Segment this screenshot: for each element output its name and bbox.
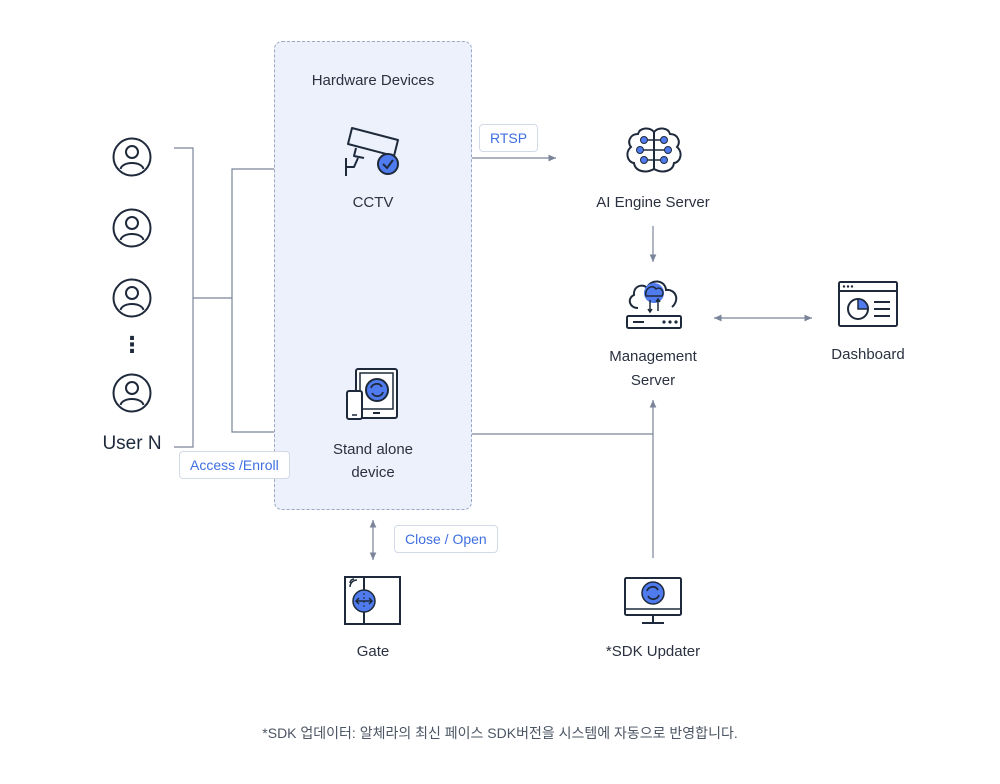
standalone-label-line1: Stand alone	[332, 441, 414, 458]
user-icon	[112, 137, 152, 177]
close-open-tag: Close / Open	[394, 525, 498, 553]
gate-label: Gate	[356, 643, 390, 660]
management-label-line1: Management	[609, 348, 697, 365]
users-bracket-line	[174, 147, 194, 448]
cctv-label: CCTV	[352, 194, 394, 211]
standalone-label-line2: device	[351, 464, 395, 481]
ai-engine-server-label: AI Engine Server	[596, 194, 710, 211]
user-icon	[112, 208, 152, 248]
cloud-server-icon	[626, 280, 682, 329]
standalone-device-label: Stand alone device	[318, 438, 428, 484]
hardware-devices-panel	[274, 41, 472, 510]
user-icon	[112, 373, 152, 413]
user-icon	[112, 278, 152, 318]
sdk-updater-label: *SDK Updater	[605, 643, 701, 660]
dashboard-window-icon	[838, 281, 898, 327]
cctv-camera-icon	[345, 127, 399, 176]
dashboard-label: Dashboard	[831, 346, 905, 363]
access-enroll-tag: Access /Enroll	[179, 451, 290, 479]
footnote: *SDK 업데이터: 알체라의 최신 페이스 SDK버전을 시스템에 자동으로 …	[262, 725, 738, 741]
hardware-devices-title: Hardware Devices	[311, 72, 435, 89]
user-n-label: User N	[102, 433, 162, 454]
management-server-label: Management Server	[593, 345, 713, 393]
tablet-device-icon	[346, 368, 398, 420]
users-ellipsis: ⋮	[121, 332, 143, 357]
rtsp-tag: RTSP	[479, 124, 539, 152]
management-label-line2: Server	[630, 372, 676, 389]
monitor-sync-icon	[624, 577, 682, 624]
brain-icon	[626, 127, 682, 173]
gate-door-icon	[344, 576, 401, 625]
